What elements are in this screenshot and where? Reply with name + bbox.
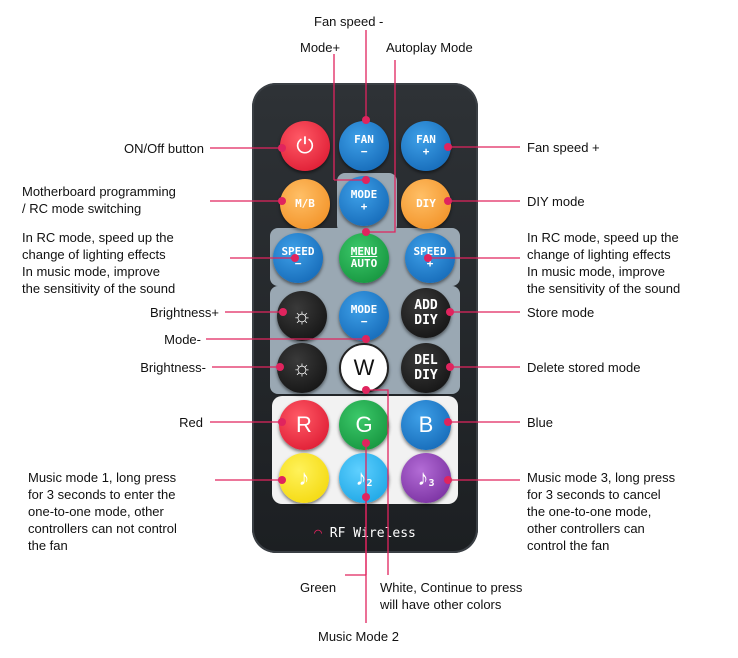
fan-minus-label: FAN	[354, 133, 374, 146]
white-button[interactable]: W	[339, 343, 389, 393]
add-label: ADD	[414, 298, 438, 313]
dot-brightness-plus	[279, 308, 287, 316]
label-store-mode: Store mode	[527, 305, 595, 320]
dot-white	[362, 386, 370, 394]
label-brightness-plus: Brightness+	[149, 305, 219, 320]
fan-plus-label: FAN	[416, 133, 436, 146]
dot-green	[362, 439, 370, 447]
brightness-down-icon: ☼	[291, 355, 313, 380]
brand-text: RF Wireless	[329, 526, 416, 541]
label-rc-speed-right: In RC mode, speed up the change of light…	[527, 230, 681, 296]
dot-mb	[278, 197, 286, 205]
music2-number: 2	[366, 478, 373, 489]
music-note-icon: ♪	[298, 465, 310, 490]
dot-music1	[278, 476, 286, 484]
fan-plus-button[interactable]: FAN+	[401, 121, 451, 171]
label-green: Green	[300, 580, 337, 595]
label-fan-speed-plus: Fan speed +	[527, 140, 600, 155]
mb-label: M/B	[295, 197, 315, 210]
brand-line: ◠ RF Wireless	[252, 526, 478, 541]
speed-minus-label: SPEED	[281, 245, 315, 258]
diy-button[interactable]: DIY	[401, 179, 451, 229]
label-white: White, Continue to press will have other…	[380, 580, 523, 612]
auto-label: AUTO	[350, 257, 378, 270]
dot-music3	[444, 476, 452, 484]
dot-diy	[444, 197, 452, 205]
speed-minus-sign: −	[294, 257, 302, 270]
label-autoplay-mode: Autoplay Mode	[386, 40, 473, 55]
mode-plus-label: MODE	[350, 188, 378, 201]
speed-plus-sign: +	[426, 257, 434, 270]
fan-minus-sign: −	[360, 145, 368, 158]
diy-label: DIY	[416, 197, 436, 210]
dot-on-off	[278, 144, 286, 152]
fan-minus-button[interactable]: FAN−	[339, 121, 389, 171]
red-label: R	[296, 412, 312, 437]
power-icon: ⏻	[296, 133, 314, 158]
power-button[interactable]: ⏻	[280, 121, 330, 171]
label-diy-mode: DIY mode	[527, 194, 585, 209]
red-button[interactable]: R	[279, 400, 329, 450]
label-on-off: ON/Off button	[124, 141, 204, 156]
brightness-plus-button[interactable]: ☼	[277, 291, 327, 341]
del-diy-label: DIY	[414, 368, 438, 383]
mb-button[interactable]: M/B	[280, 179, 330, 229]
music-note-icon: ♪	[417, 465, 429, 490]
add-diy-label: DIY	[414, 313, 438, 328]
dot-speed-left	[291, 254, 299, 262]
label-music3: Music mode 3, long press for 3 seconds t…	[527, 470, 676, 553]
dot-speed-right	[424, 254, 432, 262]
mode-plus-button[interactable]: MODE+	[339, 176, 389, 226]
green-label: G	[355, 412, 373, 437]
blue-button[interactable]: B	[401, 400, 451, 450]
label-rc-speed-left: In RC mode, speed up the change of light…	[22, 230, 176, 296]
music3-button[interactable]: ♪3	[401, 453, 451, 503]
label-mode-minus: Mode-	[164, 332, 201, 347]
mode-plus-sign: +	[360, 200, 368, 213]
dot-mode-plus	[362, 176, 370, 184]
del-label: DEL	[414, 353, 438, 368]
fan-plus-sign: +	[422, 145, 430, 158]
music3-number: 3	[428, 478, 435, 489]
dot-red	[278, 418, 286, 426]
label-mb-programming: Motherboard programming / RC mode switch…	[22, 184, 176, 216]
green-button[interactable]: G	[339, 400, 389, 450]
white-label: W	[353, 355, 375, 380]
mode-minus-sign: −	[360, 315, 368, 328]
dot-fan-minus	[362, 116, 370, 124]
label-mode-plus: Mode+	[300, 40, 341, 55]
dot-mode-minus	[362, 335, 370, 343]
label-delete-stored: Delete stored mode	[527, 360, 641, 375]
label-brightness-minus: Brightness-	[140, 360, 206, 375]
label-fan-speed-minus: Fan speed -	[314, 14, 384, 29]
brightness-up-icon: ☼	[291, 303, 313, 328]
dot-delete	[446, 363, 454, 371]
dot-blue	[444, 418, 452, 426]
speed-plus-label: SPEED	[413, 245, 447, 258]
label-music1: Music mode 1, long press for 3 seconds t…	[28, 470, 177, 553]
menu-label: MENU	[350, 245, 378, 258]
music1-button[interactable]: ♪	[279, 453, 329, 503]
wifi-icon: ◠	[314, 526, 322, 541]
dot-brightness-minus	[276, 363, 284, 371]
label-red: Red	[179, 415, 203, 430]
dot-music2	[362, 493, 370, 501]
dot-fan-plus	[444, 143, 452, 151]
brightness-minus-button[interactable]: ☼	[277, 343, 327, 393]
label-music2: Music Mode 2	[318, 629, 399, 644]
dot-store	[446, 308, 454, 316]
label-blue: Blue	[527, 415, 554, 430]
line-autoplay	[366, 60, 396, 233]
mode-minus-label: MODE	[350, 303, 378, 316]
mode-minus-button[interactable]: MODE−	[339, 291, 389, 341]
dot-autoplay	[362, 228, 370, 236]
blue-label: B	[418, 412, 434, 437]
line-white	[366, 389, 389, 575]
music-note-icon: ♪	[355, 465, 367, 490]
